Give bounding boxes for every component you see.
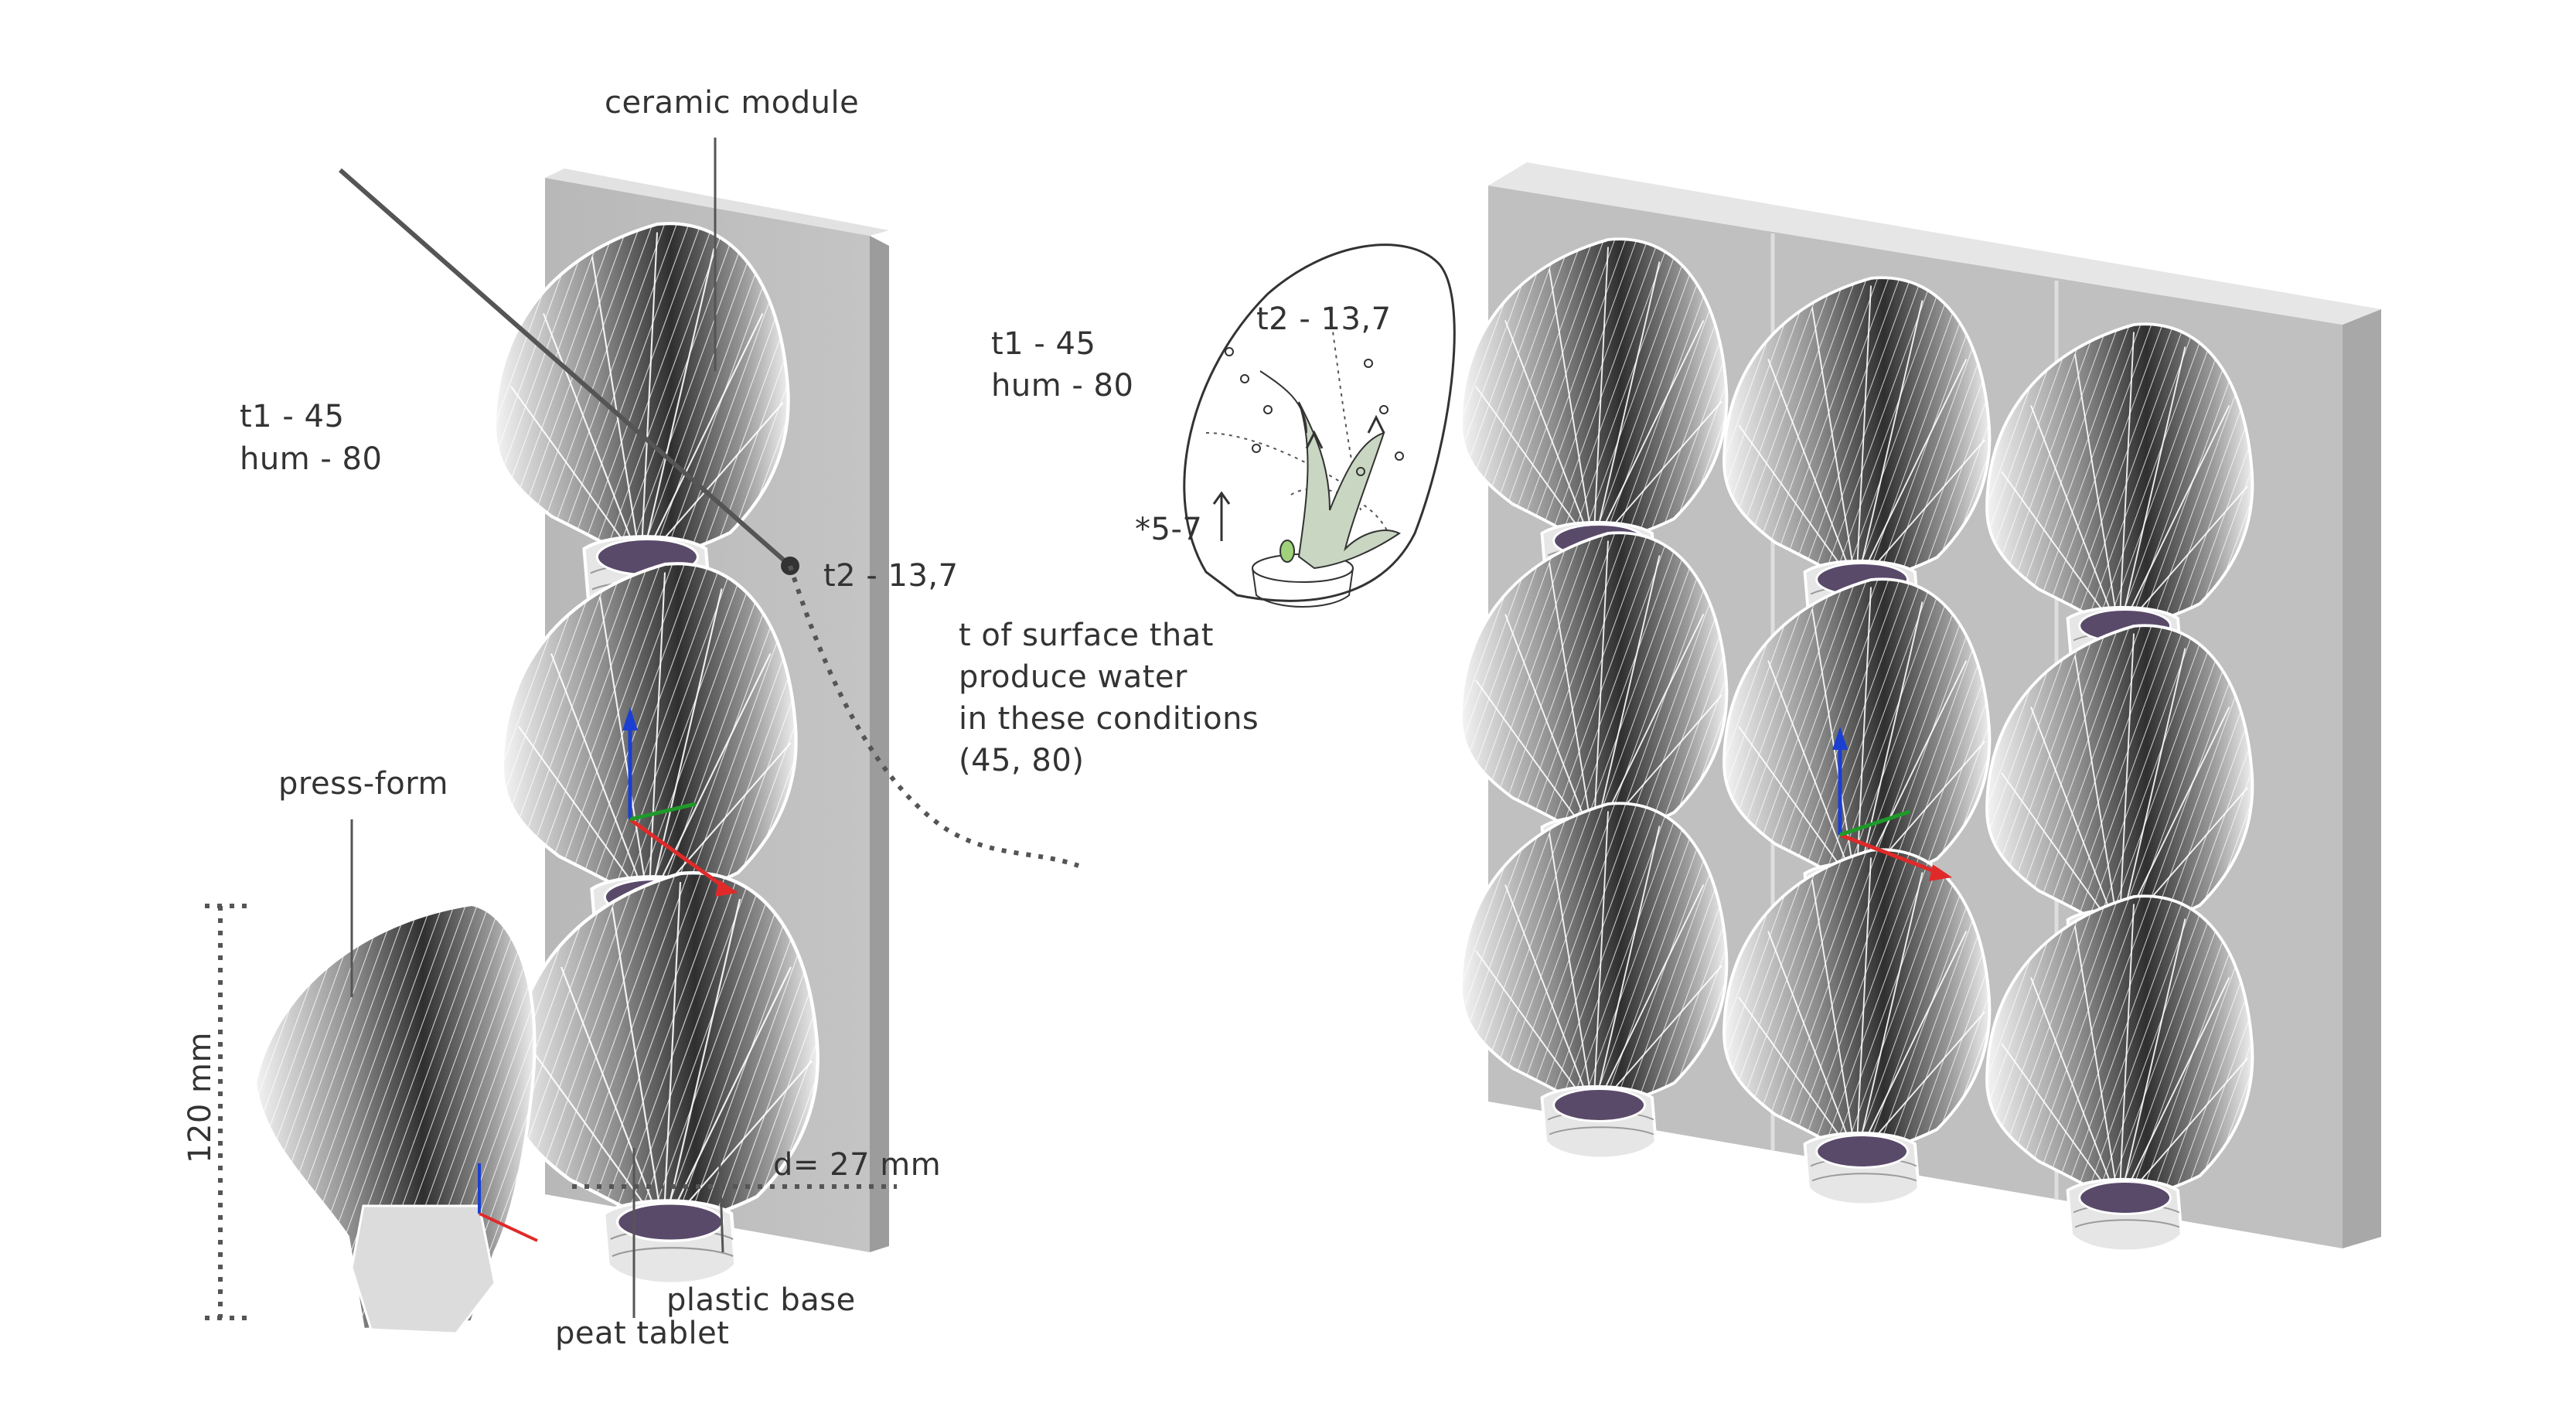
surface-note-line: produce water (959, 659, 1187, 695)
surface-note-line: t of surface that (959, 618, 1214, 653)
leader-lines (205, 138, 1080, 1320)
peat-tablet-label: peat tablet (555, 1316, 730, 1351)
detail-t1-label: t1 - 45 (991, 326, 1096, 362)
axis-gizmo-icon (478, 1163, 538, 1242)
axis-gizmo-icon (1832, 727, 1952, 881)
press-form-label: press-form (278, 766, 448, 802)
left-t2-label: t2 - 13,7 (823, 558, 959, 594)
ceramic-module-label: ceramic module (605, 85, 860, 121)
up-arrow-icon (1212, 491, 1231, 541)
surface-note: t of surface that produce water in these… (959, 615, 1259, 782)
surface-note-line: (45, 80) (959, 743, 1085, 778)
left-hum-label: hum - 80 (240, 441, 383, 477)
detail-hum-label: hum - 80 (991, 368, 1134, 404)
left-t1-label: t1 - 45 (240, 399, 345, 434)
detail-t2-label: t2 - 13,7 (1256, 301, 1392, 337)
left-module-stack (495, 223, 818, 1284)
depth-label: d= 27 mm (773, 1147, 942, 1183)
right-module-grid (1460, 237, 2254, 1253)
detail-rise-label: *5-7 (1135, 512, 1203, 547)
height-label: 120 mm (182, 1032, 218, 1163)
press-form (253, 902, 537, 1335)
axis-gizmo-icon (622, 707, 738, 897)
surface-note-line: in these conditions (959, 701, 1259, 737)
plastic-base-label: plastic base (666, 1282, 856, 1318)
plant-detail-sketch (1183, 243, 1456, 608)
